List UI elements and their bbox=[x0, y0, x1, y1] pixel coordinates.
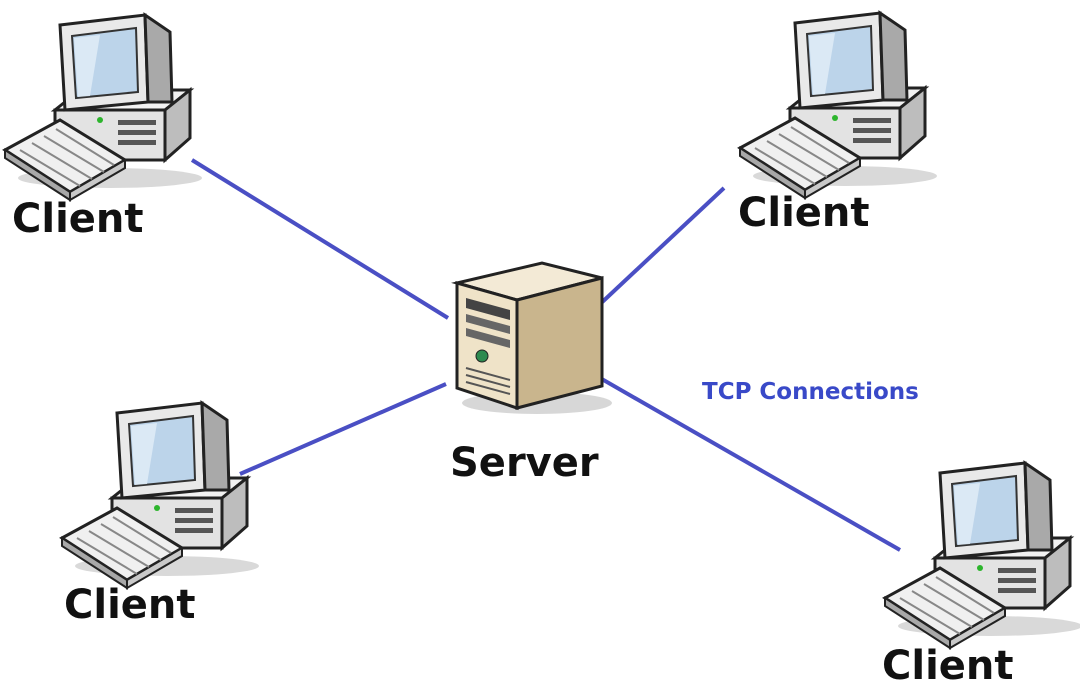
client-node-bottom-right: Client bbox=[882, 461, 1080, 689]
client-label: Client bbox=[64, 582, 196, 628]
tcp-connection-lines bbox=[190, 158, 901, 552]
client-label: Client bbox=[738, 190, 870, 236]
server-tower-icon bbox=[455, 261, 614, 416]
client-node-top-left: Client bbox=[3, 13, 204, 242]
server-label: Server bbox=[450, 440, 599, 486]
link-bottom-right bbox=[599, 376, 901, 552]
desktop-computer-icon bbox=[60, 401, 261, 590]
link-top-left bbox=[190, 158, 450, 320]
server-node: Server bbox=[450, 261, 614, 486]
client-node-top-right: Client bbox=[738, 11, 939, 236]
client-node-bottom-left: Client bbox=[60, 401, 261, 628]
desktop-computer-icon bbox=[883, 461, 1080, 650]
client-label: Client bbox=[12, 196, 144, 242]
connections-label: TCP Connections bbox=[702, 379, 919, 405]
desktop-computer-icon bbox=[3, 13, 204, 202]
client-label: Client bbox=[882, 643, 1014, 689]
link-bottom-left bbox=[239, 382, 447, 476]
desktop-computer-icon bbox=[738, 11, 939, 200]
link-top-right bbox=[596, 186, 726, 308]
